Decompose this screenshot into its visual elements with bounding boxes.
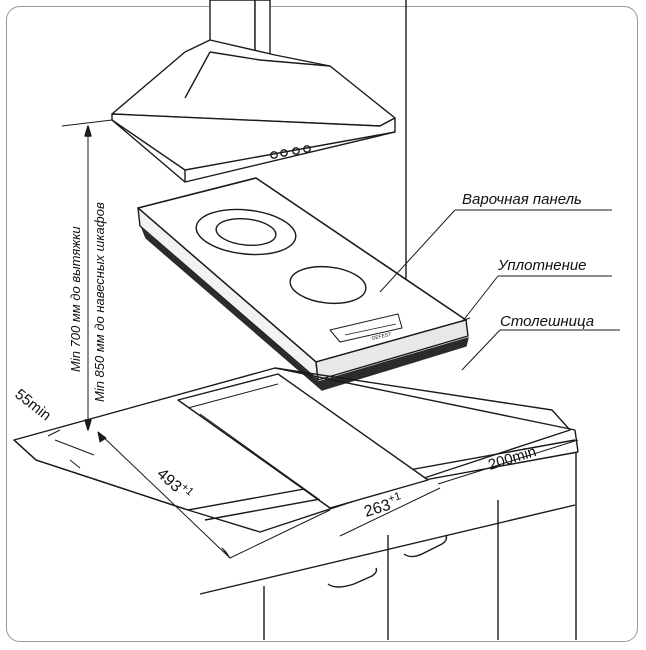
hood-button [303, 145, 311, 153]
control-panel [329, 313, 403, 343]
leader-lines [379, 209, 620, 371]
dimension-lines [47, 429, 579, 559]
cutout [177, 373, 429, 509]
hood-button [280, 149, 288, 157]
countertop-label: Столешница [500, 313, 594, 330]
cutout-depth-label: 493+1 [153, 463, 196, 504]
range-hood [111, 0, 396, 183]
large-burner [195, 208, 297, 256]
cabinet-handle [327, 567, 378, 588]
brand-mark: GEFEST [371, 332, 392, 342]
front-offset-label: 55min [12, 386, 55, 425]
seal-label: Уплотнение [497, 257, 587, 274]
cooktop [137, 177, 469, 391]
small-burner [289, 265, 367, 305]
diagram-frame [6, 6, 638, 642]
hood-button [270, 151, 278, 159]
countertop [13, 367, 579, 533]
hood-clearance-note: Min 700 мм до вытяжки [68, 226, 83, 372]
cabinet-handle [403, 535, 448, 558]
side-offset-label: 200min [486, 443, 538, 474]
cabinet-clearance-note: Min 850 мм до навесных шкафов [92, 202, 107, 402]
hood-clearance-dimension [61, 119, 113, 431]
cabinets [199, 452, 577, 640]
hood-button [292, 147, 300, 155]
hob-label: Варочная панель [462, 191, 582, 208]
